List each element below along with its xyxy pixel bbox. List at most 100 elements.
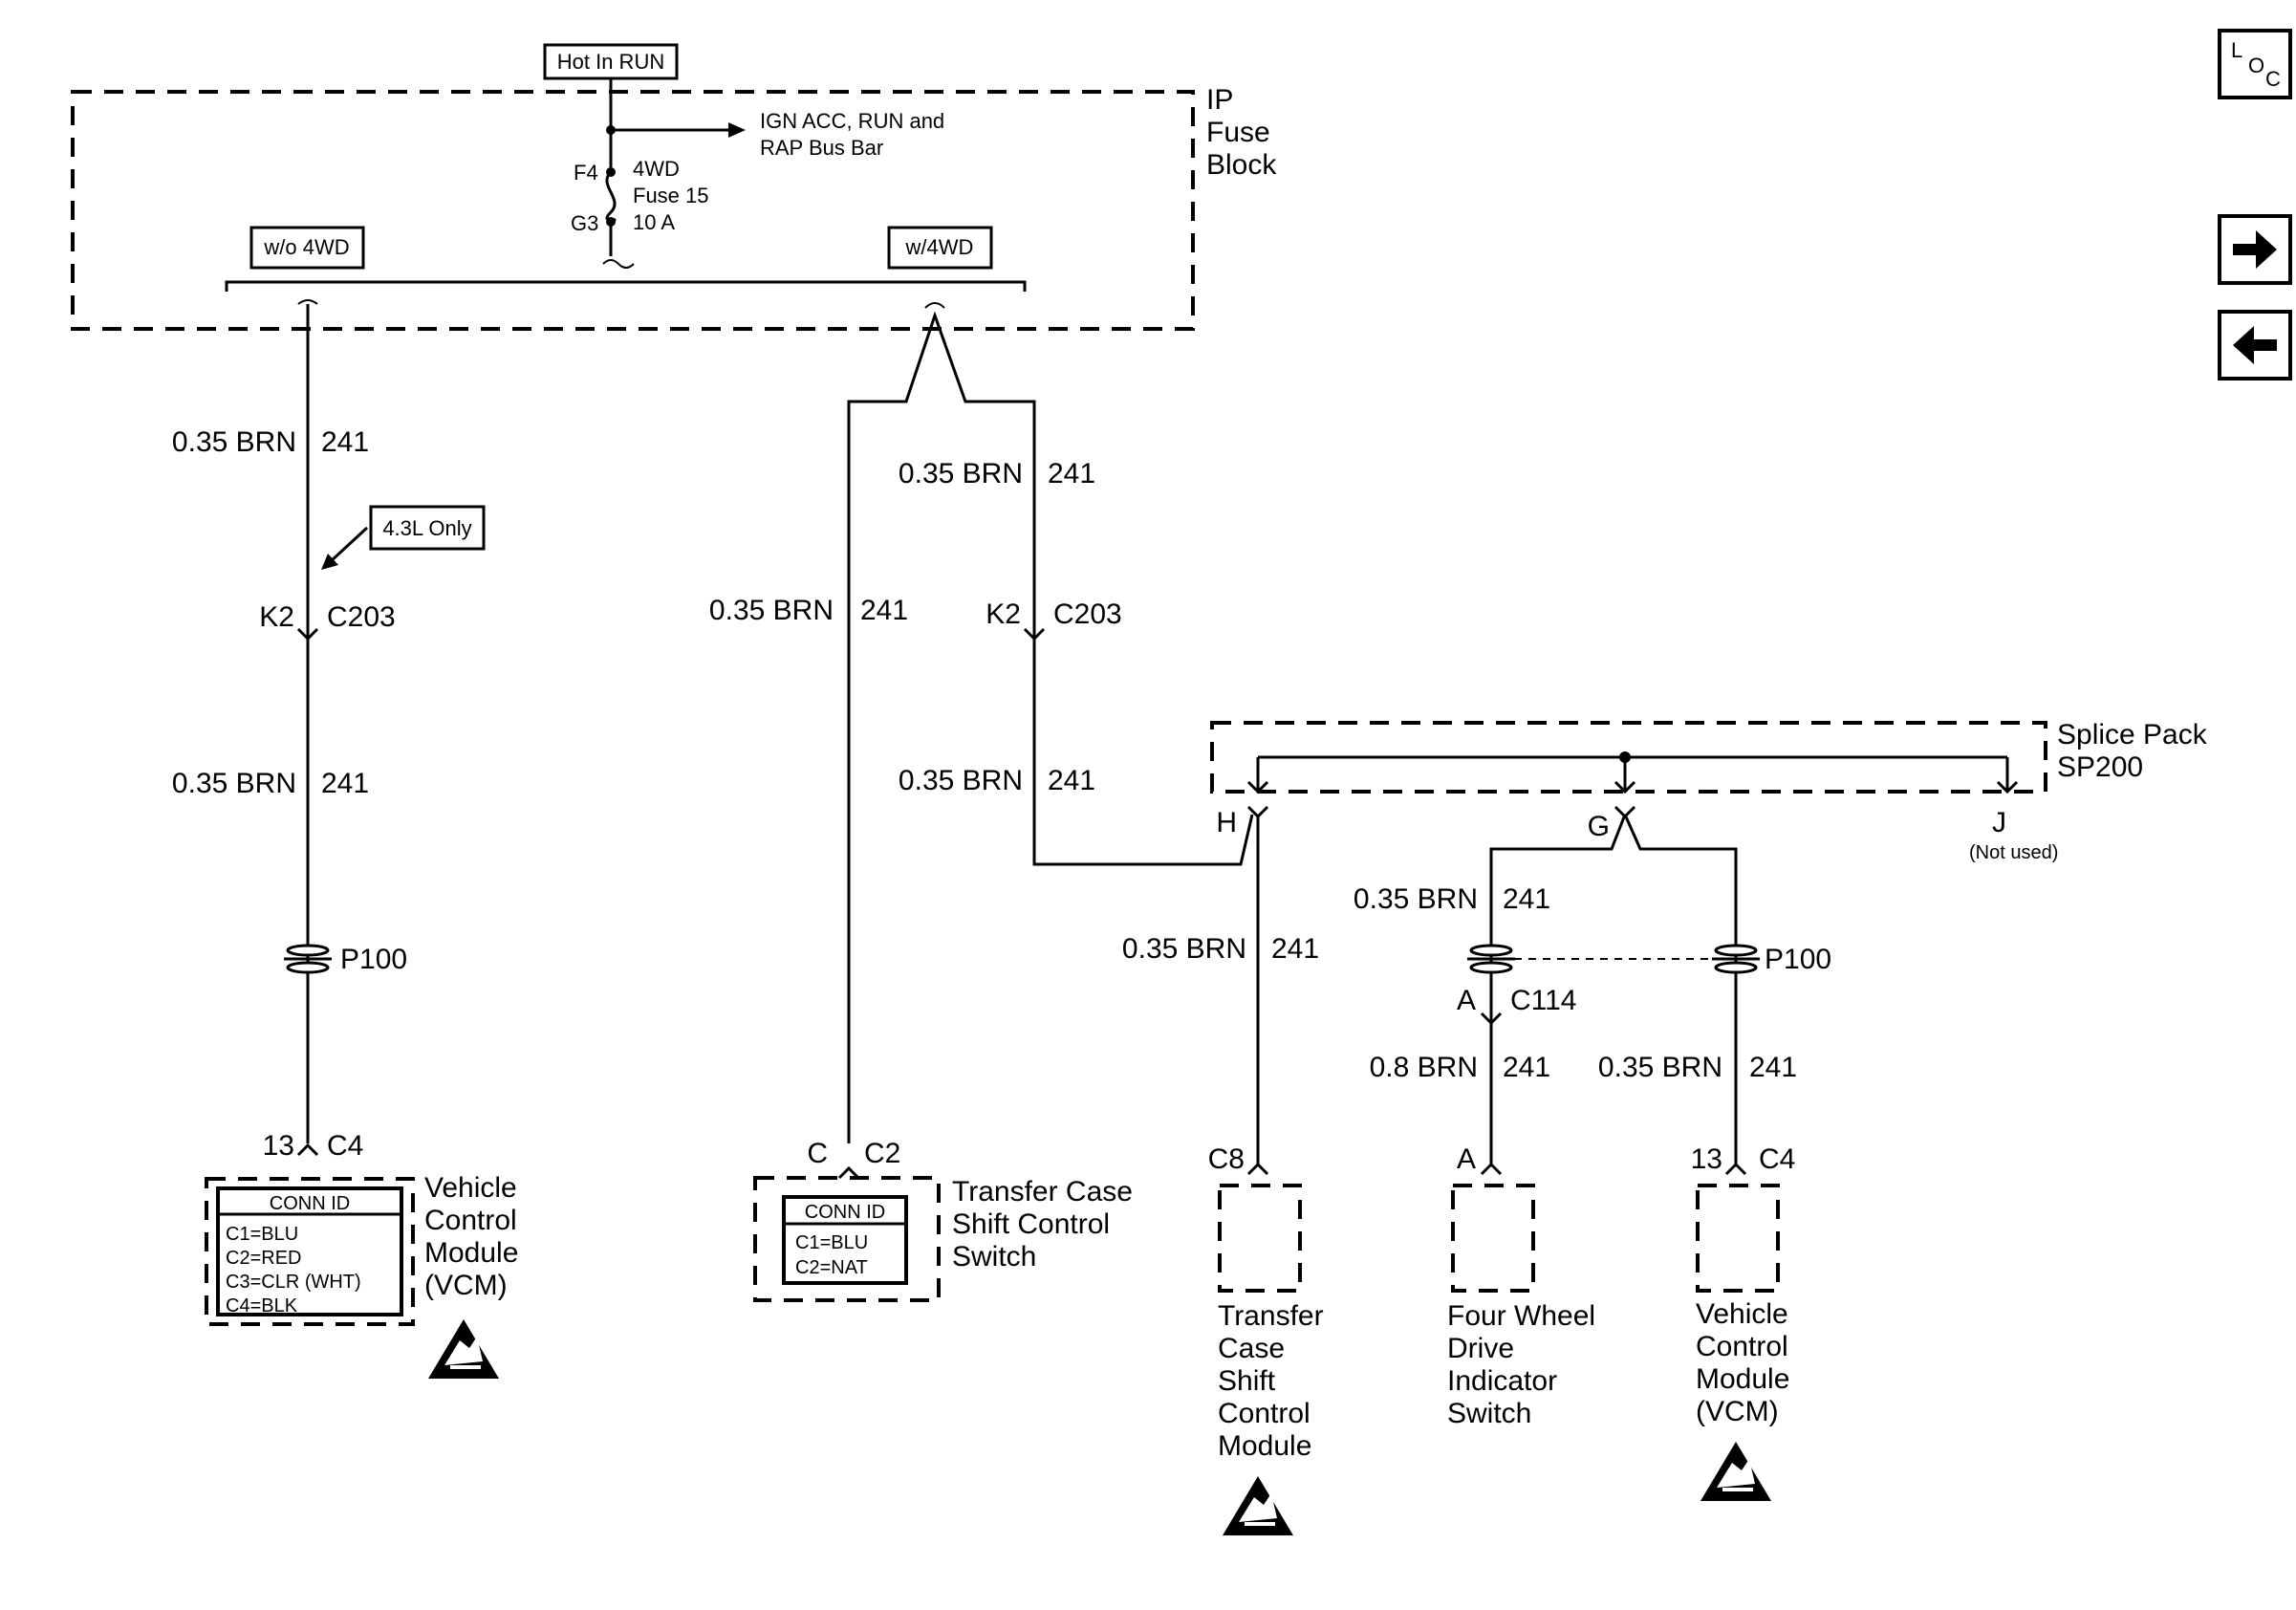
circuit-with-4wd: 0.35 BRN 241 0.35 BRN 241 K2 C203 0.35 B… [709,302,1254,1302]
locator-letter-o: O [2248,54,2264,77]
arrow-right-icon [2233,230,2277,269]
arrow-left-icon [2233,326,2277,364]
branch-vcm-right: P100 0.35 BRN 241 13 C4 Vehicle Control … [1514,814,1831,1503]
hot-in-run-label: Hot In RUN [557,50,664,74]
circuit-number: 241 [1503,883,1550,915]
connector-id: C2 [864,1138,900,1169]
conn-id-table [782,1195,908,1285]
circuit-number: 241 [860,595,908,626]
conn-id-row: C4=BLK [226,1295,298,1316]
circuit-number: 241 [1271,933,1319,965]
configuration-connector-id: P100 [340,944,407,975]
conn-id-table [216,1186,403,1316]
option-with-4wd-label: w/4WD [905,235,974,259]
component-name-line: Control [1218,1398,1310,1429]
component-name-line: Drive [1447,1333,1514,1364]
component-name-line: Vehicle [1696,1298,1788,1330]
fuse-pin-f4: F4 [574,161,598,185]
connector-pin: K2 [259,601,294,633]
fuse-pin-g3: G3 [571,211,598,235]
splice-pin-j-label: J [1992,807,2006,838]
bus-arrow-head [728,122,746,138]
locator-button-frame[interactable] [2218,29,2292,99]
connector-id: C4 [327,1130,363,1162]
conn-id-row: C1=BLU [795,1232,868,1253]
splice-pack-sp200: Splice Pack SP200 H G J (Not used) [1210,719,2208,863]
circuit-without-4wd: 0.35 BRN 241 4.3L Only K2 C203 0.35 BRN … [172,299,518,1381]
connector-pin: 13 [263,1130,294,1162]
wire-to-4wd-switch [1489,814,1627,1164]
connector-id: C114 [1510,985,1577,1016]
component-name-line: Indicator [1447,1365,1557,1397]
fuse-block-exit-left [297,299,318,305]
splice-pack-id: SP200 [2057,751,2143,783]
wire-to-vcm-right [1623,814,1738,1164]
circuit-number: 241 [1503,1052,1550,1083]
tccm-outline [1218,1184,1302,1293]
fuse-block-name-3: Block [1206,149,1277,181]
inline-connector [1480,1012,1503,1026]
configuration-connector-id: P100 [1765,944,1831,975]
fuse-block-name-1: IP [1206,84,1233,116]
component-connector [837,1165,860,1180]
component-name-line: Shift Control [952,1208,1110,1240]
option-without-4wd-label: w/o 4WD [263,235,349,259]
hot-in-run-tag [543,43,679,80]
component-name-line: Switch [1447,1398,1531,1429]
component-name-line: Switch [952,1241,1036,1273]
component-name-line: Module [1696,1363,1789,1395]
bus-note-line-1: IGN ACC, RUN and [760,109,944,133]
previous-page-button[interactable] [2218,310,2292,381]
fuse-number: Fuse 15 [633,184,709,207]
option-4-3l-tag [369,505,486,551]
conn-id-row: C2=NAT [795,1257,868,1278]
component-locator-button[interactable]: L O C [2218,29,2292,99]
component-name-line: Shift [1218,1365,1276,1397]
component-name-line: (VCM) [424,1270,508,1301]
conn-id-row: C3=CLR (WHT) [226,1272,361,1293]
option-4-3l-label: 4.3L Only [382,516,471,540]
branch-4wd-indicator-switch: 0.35 BRN 241 A C114 0.8 BRN 241 A Four W… [1354,814,1627,1429]
connector-pin: C [807,1138,828,1169]
component-name-line: Vehicle [424,1172,517,1204]
splice-pack-name: Splice Pack [2057,719,2208,751]
configuration-connector-symbol [1710,944,1762,974]
component-connector [1724,1162,1747,1176]
fuse-rating: 10 A [633,210,675,234]
fuse-element [605,170,617,224]
connector-pin: 13 [1691,1143,1722,1175]
option-4-3l-pointer [328,526,369,564]
configuration-connector-symbol [1465,944,1517,974]
circuit-number: 241 [1048,458,1095,490]
conn-id-row: C1=BLU [226,1224,298,1245]
bus-note-line-2: RAP Bus Bar [760,136,883,160]
wire-right-branches [847,311,1254,1143]
component-connector [1480,1162,1503,1176]
connector-pin: K2 [986,598,1021,630]
circuit-number: 241 [321,768,369,799]
wire-size-color: 0.8 BRN [1370,1052,1478,1083]
4wd-switch-outline [1451,1184,1535,1293]
option-with-4wd-tag [887,226,993,270]
component-name-line: Module [1218,1430,1311,1462]
wire-size-color: 0.35 BRN [1598,1052,1722,1083]
component-name-line: Four Wheel [1447,1300,1595,1332]
connector-id: C203 [1053,598,1122,630]
circuit-number: 241 [1749,1052,1797,1083]
splice-pack-outline [1210,721,2047,794]
conn-id-title: CONN ID [270,1193,350,1214]
wire-size-color: 0.35 BRN [709,595,834,626]
component-name-line: Transfer [1218,1300,1324,1332]
configuration-connector-symbol [282,944,334,974]
next-page-button[interactable] [2218,214,2292,285]
circuit-number: 241 [321,426,369,458]
connector-pin: A [1457,1143,1476,1175]
esd-sensitive-icon [1699,1440,1773,1503]
component-name-line: Control [424,1205,517,1236]
fuse-block-name-2: Fuse [1206,117,1270,148]
component-name-line: Module [424,1237,518,1269]
fuse-block-exit-right [924,302,945,309]
component-name-line: Transfer Case [952,1176,1133,1208]
esd-sensitive-icon [1221,1474,1295,1537]
